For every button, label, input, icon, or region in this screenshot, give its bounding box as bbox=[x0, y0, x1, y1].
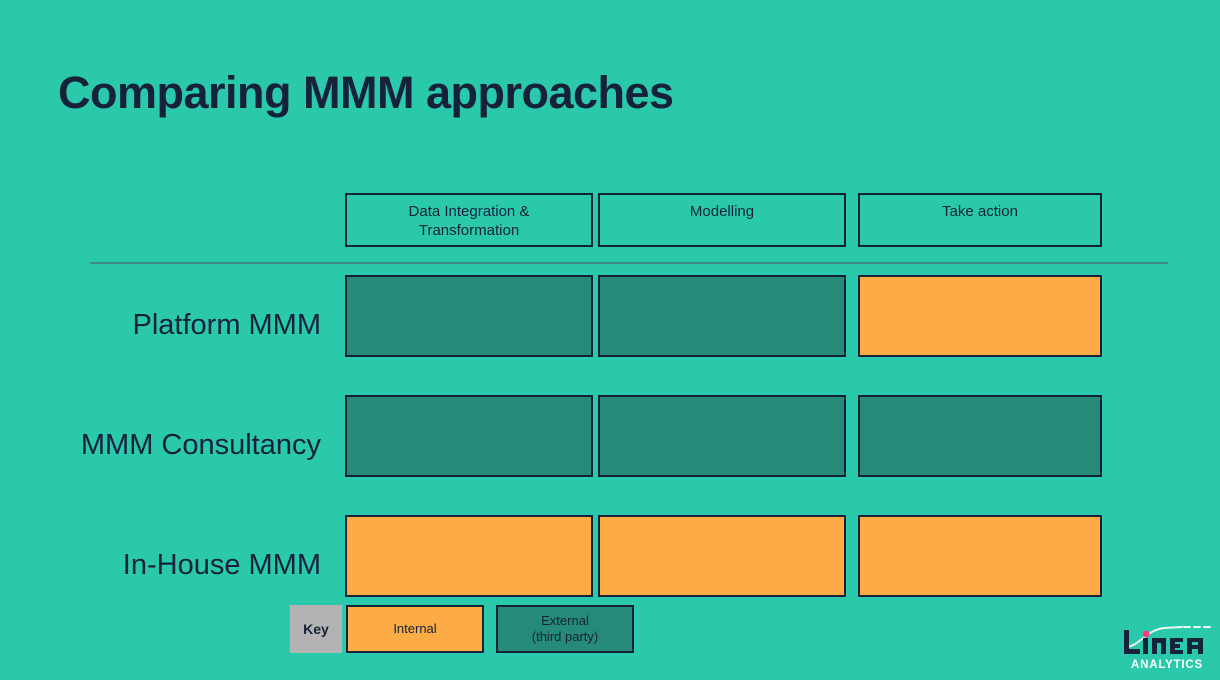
linea-analytics-logo: ANALYTICS bbox=[1120, 620, 1214, 672]
header-divider bbox=[90, 262, 1168, 264]
legend-key-label: Key bbox=[290, 605, 342, 653]
column-header-line-1: Take action bbox=[942, 203, 1018, 220]
column-header-line-1: Data Integration & bbox=[408, 203, 530, 220]
logo-wordmark-icon bbox=[1124, 630, 1203, 654]
row-label-in-house-mmm: In-House MMM bbox=[122, 548, 321, 581]
legend: Key Internal External (third party) bbox=[290, 605, 634, 653]
cell-in-house-mmm-modelling bbox=[598, 515, 846, 597]
cell-platform-mmm-data-integration bbox=[345, 275, 593, 357]
column-header-row: Data Integration & Transformation Modell… bbox=[345, 193, 1102, 247]
logo-artwork: ANALYTICS bbox=[1124, 626, 1211, 671]
column-header-line-2: Transformation bbox=[418, 222, 520, 239]
cell-in-house-mmm-data-integration bbox=[345, 515, 593, 597]
logo-subtitle: ANALYTICS bbox=[1131, 659, 1203, 671]
legend-internal-label: Internal bbox=[393, 621, 437, 636]
page-title: Comparing MMM approaches bbox=[58, 67, 674, 118]
legend-external-label-line-1: External bbox=[541, 613, 589, 628]
table-row: In-House MMM bbox=[0, 515, 1220, 615]
cell-platform-mmm-modelling bbox=[598, 275, 846, 357]
column-header-data-integration: Data Integration & Transformation bbox=[345, 193, 593, 247]
row-label-mmm-consultancy: MMM Consultancy bbox=[80, 428, 321, 461]
column-header-take-action: Take action bbox=[858, 193, 1102, 247]
cell-mmm-consultancy-take-action bbox=[858, 395, 1102, 477]
cell-platform-mmm-take-action bbox=[858, 275, 1102, 357]
legend-external-label-line-2: (third party) bbox=[531, 629, 599, 644]
legend-item-external: External (third party) bbox=[496, 605, 634, 653]
column-header-line-1: Modelling bbox=[689, 203, 755, 220]
column-header-modelling: Modelling bbox=[598, 193, 846, 247]
table-row: MMM Consultancy bbox=[0, 395, 1220, 495]
legend-item-internal: Internal bbox=[346, 605, 484, 653]
table-row: Platform MMM bbox=[0, 275, 1220, 375]
cell-mmm-consultancy-modelling bbox=[598, 395, 846, 477]
cell-in-house-mmm-take-action bbox=[858, 515, 1102, 597]
cell-mmm-consultancy-data-integration bbox=[345, 395, 593, 477]
logo-accent-dot-icon bbox=[1142, 630, 1150, 638]
matrix-body: Platform MMM MMM Consultancy In-House MM… bbox=[0, 275, 1220, 635]
row-label-platform-mmm: Platform MMM bbox=[132, 308, 322, 341]
